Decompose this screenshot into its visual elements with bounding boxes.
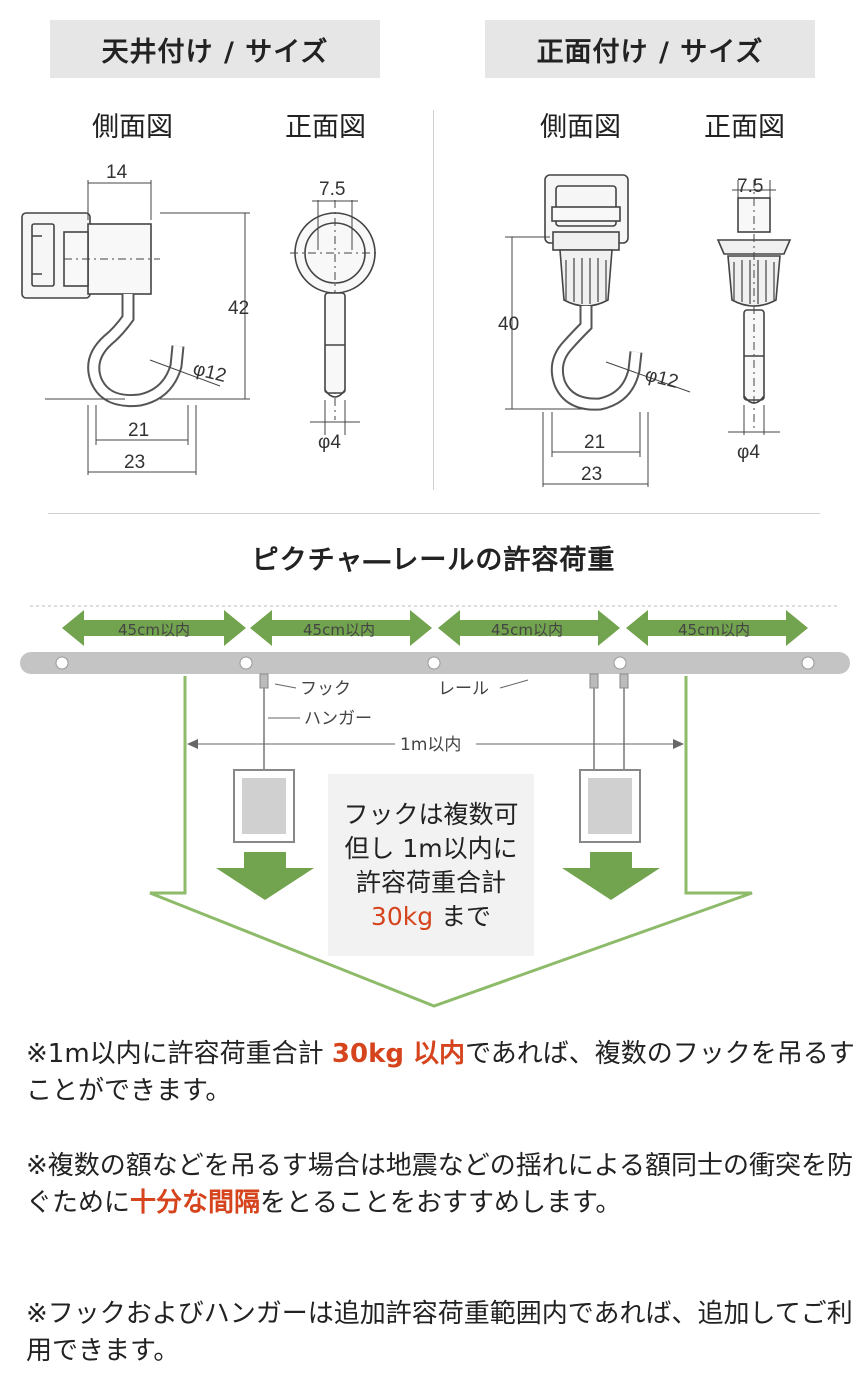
spacing-arrow-4 — [626, 610, 808, 646]
dim-7-5-ceiling: 7.5 — [319, 179, 345, 200]
load-down-arrow-right — [562, 852, 660, 900]
front-front-view-label: 正面図 — [704, 112, 785, 143]
note-line-2: 但し 1m以内に — [344, 834, 518, 863]
rail-label: レール — [438, 679, 489, 699]
dim-21-front: 21 — [584, 432, 605, 453]
spacing-arrow-2 — [250, 610, 432, 646]
note-1-highlight: 30kg 以内 — [331, 1039, 466, 1069]
dim-42: 42 — [228, 298, 249, 319]
range-label: 1m以内 — [400, 735, 461, 755]
note-line-1: フックは複数可 — [343, 800, 519, 829]
hook-2 — [589, 673, 599, 689]
rail-load-title: ピクチャ―レールの許容荷重 — [251, 545, 616, 576]
hook-3 — [619, 673, 629, 689]
ceiling-side-view-drawing — [21, 180, 250, 475]
hook-dimension-drawings: 14 42 φ12 21 23 7.5 φ4 40 φ12 21 23 7.5 … — [21, 162, 792, 487]
note-line-3: 許容荷重合計 — [355, 868, 506, 897]
dim-phi4-front: φ4 — [737, 442, 760, 463]
hook-1 — [259, 673, 269, 689]
dim-7-5-front: 7.5 — [737, 176, 763, 197]
spacing-label-2: 45cm以内 — [303, 621, 375, 639]
note-2-b: をとることをおすすめします。 — [260, 1188, 622, 1218]
spacing-arrows — [62, 610, 808, 646]
ceiling-front-view-label: 正面図 — [285, 112, 366, 143]
dim-21-ceiling: 21 — [128, 420, 149, 441]
front-side-view-label: 側面図 — [540, 112, 621, 143]
note-1-a: ※1m以内に許容荷重合計 — [26, 1039, 332, 1069]
note-weight: 30kg — [370, 902, 434, 931]
front-side-view-drawing — [505, 174, 691, 487]
dim-40: 40 — [498, 314, 519, 335]
note-3: ※フックおよびハンガーは追加許容荷重範囲内であれば、追加してご利用できます。 — [26, 1299, 853, 1366]
note-line-4: 30kg まで — [328, 900, 534, 934]
ceiling-side-view-label: 側面図 — [92, 112, 173, 143]
dim-14: 14 — [106, 162, 128, 183]
note-1: ※1m以内に許容荷重合計 30kg 以内であれば、複数のフックを吊るすことができ… — [26, 1036, 856, 1110]
spacing-label-4: 45cm以内 — [678, 621, 750, 639]
ceiling-size-header: 天井付け / サイズ — [50, 20, 380, 78]
front-size-header: 正面付け / サイズ — [485, 20, 815, 78]
note-1-b: であれば、複数のフックを吊るすことができます。 — [26, 1039, 855, 1106]
spacing-arrow-3 — [438, 610, 620, 646]
note-2-highlight: 十分な間隔 — [130, 1188, 261, 1218]
rail-load-diagram: 45cm以内 45cm以内 45cm以内 45cm以内 フック ハンガー レール… — [20, 605, 850, 1008]
note-2-a: ※複数の額などを吊るす場合は地震などの揺れによる額同士の衝突を防ぐために — [26, 1151, 854, 1218]
load-note-box: フックは複数可 但し 1m以内に 許容荷重合計 30kg まで — [328, 774, 534, 956]
spacing-label-1: 45cm以内 — [118, 621, 190, 639]
load-down-arrow-left — [216, 852, 314, 900]
ceiling-front-view-drawing — [290, 200, 380, 435]
dim-phi4-ceiling: φ4 — [318, 432, 341, 453]
front-front-view-drawing — [716, 180, 792, 435]
hanger-label: ハンガー — [304, 709, 372, 729]
hook-label: フック — [300, 679, 351, 699]
dim-23-front: 23 — [581, 464, 602, 485]
note-tail: まで — [441, 902, 492, 931]
load-range-arrow — [149, 676, 753, 1008]
vertical-divider — [433, 110, 434, 490]
horizontal-divider — [48, 513, 820, 514]
spacing-arrow-1 — [62, 610, 246, 646]
note-2: ※複数の額などを吊るす場合は地震などの揺れによる額同士の衝突を防ぐために十分な間… — [26, 1148, 856, 1222]
spacing-label-3: 45cm以内 — [491, 621, 563, 639]
dim-23-ceiling: 23 — [124, 452, 145, 473]
rail-screws — [55, 656, 815, 670]
